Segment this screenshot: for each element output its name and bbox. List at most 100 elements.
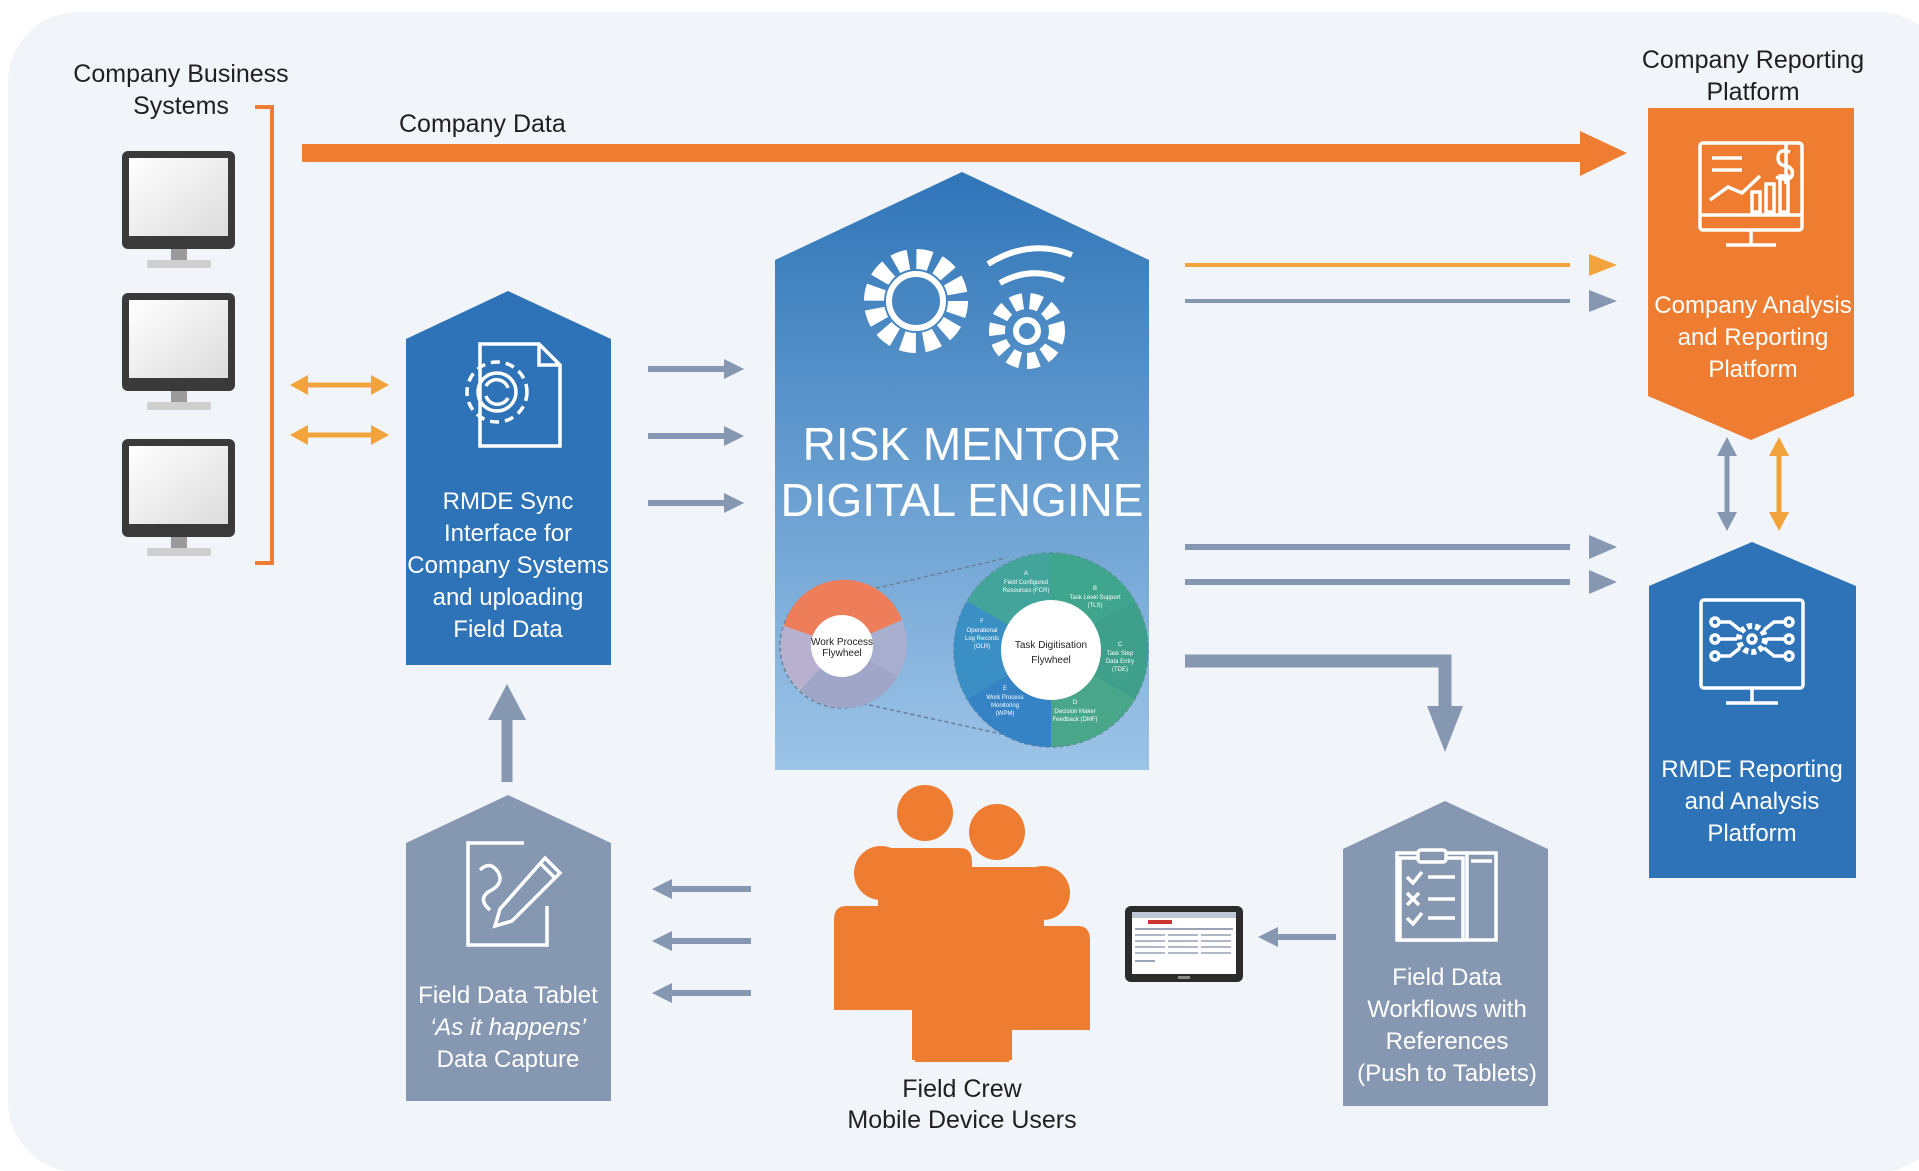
flow-arrow: [1185, 290, 1617, 312]
svg-text:D: D: [1073, 700, 1078, 706]
risk-mentor-engine-node: RISK MENTOR DIGITAL ENGINE Work Process …: [775, 172, 1149, 770]
svg-text:F: F: [980, 619, 984, 625]
small-flywheel-center-line-2: Flywheel: [822, 648, 861, 659]
engine-title-line-2: DIGITAL ENGINE: [781, 474, 1144, 526]
flywheel-segment-f: F Operational Log Records (OLR): [965, 619, 999, 650]
flow-arrow: [648, 493, 744, 513]
small-flywheel-center-line-1: Work Process: [811, 637, 873, 648]
large-flywheel-center-line-2: Flywheel: [1031, 655, 1070, 666]
edit-document-icon: [466, 841, 563, 947]
field-data-tablet-node: Field Data Tablet ‘As it happens’ Data C…: [406, 795, 611, 1101]
sync-line-4: and uploading: [433, 584, 584, 611]
rmde-reporting-node: RMDE Reporting and Analysis Platform: [1649, 542, 1856, 878]
systems-bracket: [255, 105, 274, 565]
svg-text:E: E: [1003, 686, 1007, 692]
tablet-line-1: Field Data Tablet: [418, 982, 598, 1009]
label-line-2: Systems: [133, 92, 229, 120]
analysis-line-2: and Reporting: [1678, 324, 1829, 351]
flow-arrow: [648, 359, 744, 379]
svg-text:Decision Maker: Decision Maker: [1054, 709, 1095, 715]
svg-text:(TDE): (TDE): [1112, 667, 1128, 673]
flow-arrow-left: [1258, 927, 1336, 947]
flow-arrow: [1185, 570, 1617, 594]
flywheel-segment-b: B Task Level Support (TLS): [1069, 586, 1120, 609]
sync-line-3: Company Systems: [407, 552, 608, 579]
svg-text:Field Configured: Field Configured: [1004, 580, 1048, 586]
field-data-workflows-node: Field Data Workflows with References (Pu…: [1343, 801, 1548, 1106]
task-digitisation-flywheel: Task Digitisation Flywheel A Field Confi…: [953, 552, 1149, 748]
flow-arrow-left: [652, 931, 751, 951]
dashboard-monitor-icon: [1698, 141, 1804, 247]
computer-monitor-icon: [122, 151, 235, 268]
label-line-2: Platform: [1706, 78, 1799, 106]
workflows-line-1: Field Data: [1392, 964, 1502, 991]
tablet-line-3: Data Capture: [437, 1046, 580, 1073]
workflows-line-2: Workflows with: [1367, 996, 1527, 1023]
label-line-1: Company Reporting: [1642, 46, 1864, 74]
svg-text:Data Entry: Data Entry: [1106, 659, 1134, 665]
company-data-label: Company Data: [399, 110, 566, 138]
svg-text:(TLS): (TLS): [1088, 603, 1103, 609]
large-flywheel-center-line-1: Task Digitisation: [1015, 640, 1087, 651]
svg-text:Log Records: Log Records: [965, 636, 999, 642]
flow-arrow: [1185, 254, 1617, 276]
crew-line-1: Field Crew: [902, 1075, 1022, 1103]
svg-text:(OLR): (OLR): [974, 644, 990, 650]
computer-monitor-icon: [122, 439, 235, 556]
field-crew-people-icon: [834, 785, 1090, 1062]
flow-arrow-left: [652, 983, 751, 1003]
company-business-systems-label: Company Business Systems: [73, 60, 288, 120]
svg-text:Operational: Operational: [966, 628, 997, 634]
flow-arrow-up: [488, 684, 526, 782]
label-line-1: Company Business: [73, 60, 288, 88]
company-reporting-platform-label: Company Reporting Platform: [1642, 46, 1864, 106]
svg-text:Task Step: Task Step: [1107, 651, 1134, 657]
bidirectional-arrow: [290, 425, 389, 445]
svg-text:Work Process: Work Process: [986, 695, 1023, 701]
svg-text:Monitoring: Monitoring: [991, 703, 1019, 709]
tablet-device-icon: [1125, 906, 1243, 982]
svg-text:Task Level Support: Task Level Support: [1069, 595, 1120, 601]
crew-line-2: Mobile Device Users: [847, 1106, 1076, 1134]
flywheel-segment-d: D Decision Maker Feedback (DMF): [1052, 700, 1097, 723]
sync-line-1: RMDE Sync: [443, 488, 574, 515]
field-crew-label: Field Crew Mobile Device Users: [847, 1075, 1076, 1134]
engine-title-line-1: RISK MENTOR: [803, 418, 1122, 470]
analysis-line-1: Company Analysis: [1654, 292, 1851, 319]
rmde-reporting-line-3: Platform: [1707, 820, 1796, 847]
elbow-flow-arrow: [1185, 654, 1463, 752]
work-process-flywheel: Work Process Flywheel: [779, 579, 907, 709]
flow-arrow: [648, 426, 744, 446]
gears-icon: [864, 245, 1074, 369]
flow-arrow: [1185, 535, 1617, 559]
computer-monitor-icon: [122, 293, 235, 410]
svg-text:C: C: [1118, 642, 1123, 648]
flow-arrow-left: [652, 879, 751, 899]
circuit-monitor-icon: [1699, 598, 1805, 705]
svg-text:Resources (FCR): Resources (FCR): [1003, 588, 1050, 594]
rmde-reporting-line-1: RMDE Reporting: [1661, 756, 1842, 783]
company-data-arrow: [302, 131, 1627, 176]
sync-line-2: Interface for: [444, 520, 572, 547]
bidirectional-arrow: [1769, 437, 1789, 531]
checklist-icon: [1395, 848, 1498, 942]
flywheel-segment-e: E Work Process Monitoring (WPM): [986, 686, 1023, 717]
bidirectional-arrow: [1717, 437, 1737, 531]
workflows-line-4: (Push to Tablets): [1357, 1060, 1537, 1087]
svg-text:B: B: [1093, 586, 1097, 592]
svg-text:A: A: [1024, 571, 1028, 577]
workflows-line-3: References: [1386, 1028, 1509, 1055]
rmde-reporting-line-2: and Analysis: [1685, 788, 1820, 815]
tablet-line-2: ‘As it happens’: [430, 1014, 587, 1041]
sync-document-icon: [465, 342, 562, 448]
node-shape: [1648, 108, 1854, 440]
flywheel-segment-c: C Task Step Data Entry (TDE): [1106, 642, 1134, 673]
rmde-sync-node: RMDE Sync Interface for Company Systems …: [406, 291, 611, 665]
sync-line-5: Field Data: [453, 616, 563, 643]
svg-text:(WPM): (WPM): [996, 711, 1015, 717]
analysis-line-3: Platform: [1708, 356, 1797, 383]
bidirectional-arrow: [290, 375, 389, 395]
company-analysis-node: Company Analysis and Reporting Platform: [1648, 108, 1854, 440]
svg-text:Feedback (DMF): Feedback (DMF): [1052, 717, 1097, 723]
